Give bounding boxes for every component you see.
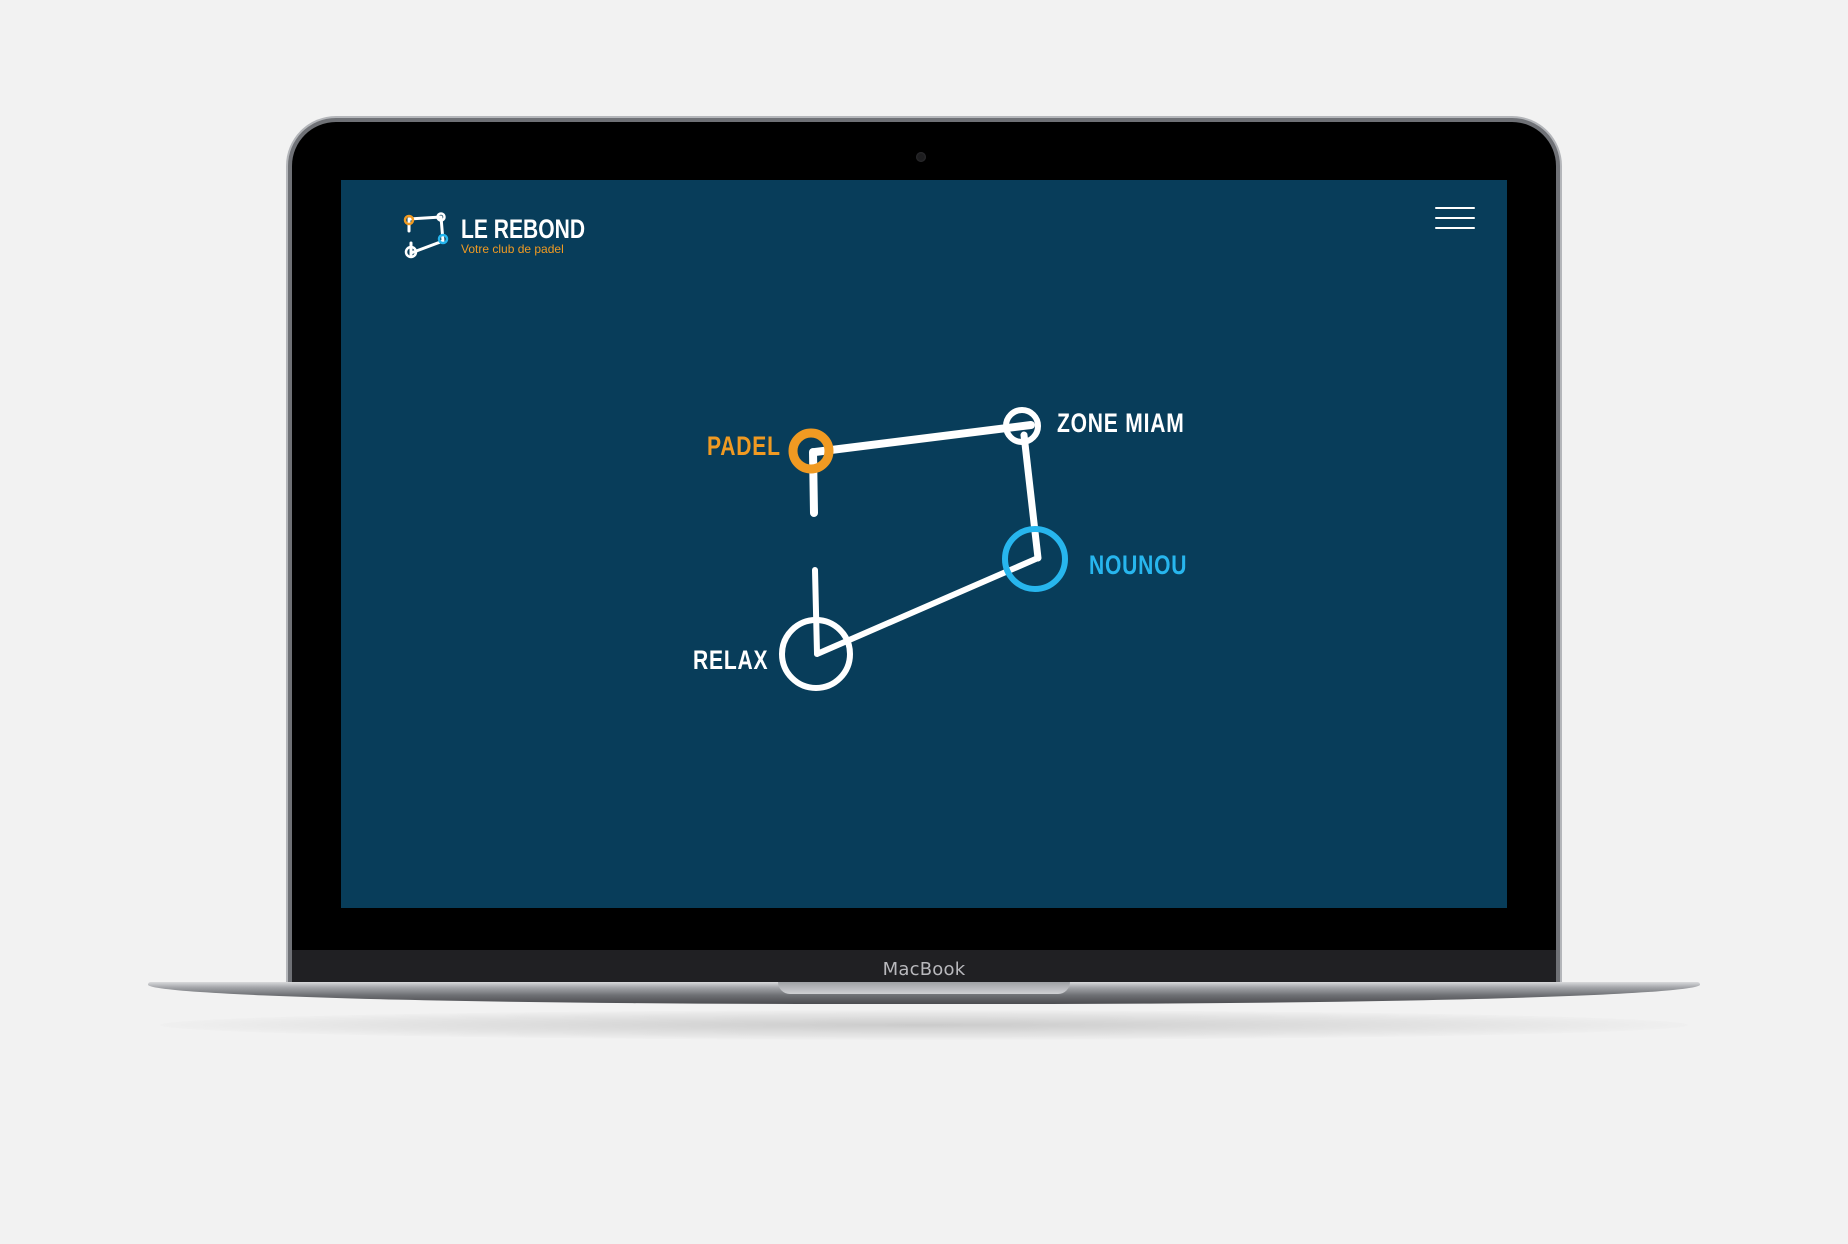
hamburger-menu-icon-line	[1435, 227, 1475, 229]
logo-tagline: Votre club de padel	[461, 242, 564, 256]
zone-miam-to-nounou-line	[1020, 431, 1042, 562]
hamburger-menu-button[interactable]	[1435, 207, 1475, 233]
nounou-label[interactable]: NOUNOU	[1089, 550, 1188, 580]
padel-to-zone-miam-line	[811, 421, 1035, 456]
laptop-opening-notch	[778, 982, 1070, 994]
zone-miam-label[interactable]: ZONE MIAM	[1057, 408, 1185, 438]
club-zones-diagram	[779, 407, 1068, 691]
laptop-shadow	[160, 1010, 1688, 1040]
nounou-node[interactable]	[1002, 526, 1068, 592]
relax-stem-line	[812, 567, 820, 656]
webcam-icon	[916, 152, 926, 162]
court-logo-icon	[403, 212, 449, 259]
padel-node[interactable]	[788, 428, 834, 474]
laptop-screen: LE REBOND Votre club de padel	[341, 180, 1507, 908]
hamburger-menu-icon	[1435, 207, 1475, 209]
zone-miam-node[interactable]	[1003, 407, 1041, 445]
relax-label[interactable]: RELAX	[693, 645, 769, 675]
laptop-bottom-bezel: MacBook	[292, 950, 1556, 986]
laptop-lid: LE REBOND Votre club de padel	[292, 122, 1556, 986]
laptop-brand-label: MacBook	[882, 959, 966, 980]
padel-stem-line	[809, 448, 818, 517]
relax-node[interactable]	[779, 617, 853, 691]
hamburger-menu-icon-line	[1435, 217, 1475, 219]
padel-label[interactable]: PADEL	[707, 431, 781, 461]
nounou-to-relax-line	[814, 555, 1041, 657]
logo-title: LE REBOND	[461, 214, 586, 244]
